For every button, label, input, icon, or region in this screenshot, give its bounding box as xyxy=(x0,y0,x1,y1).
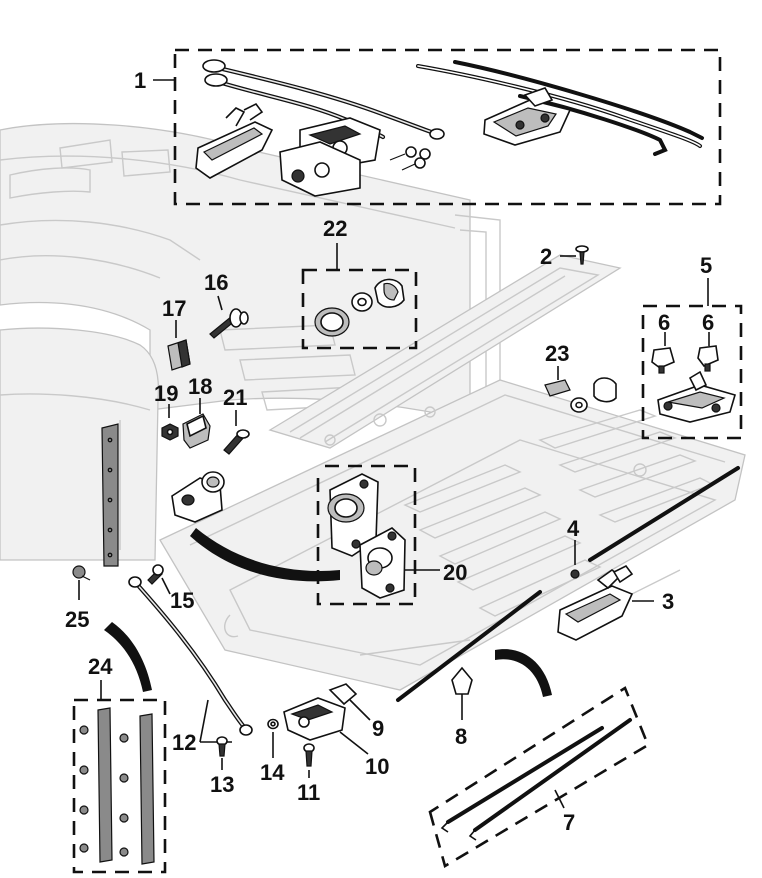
seal-strip-left xyxy=(101,423,119,567)
clip-8 xyxy=(451,666,473,720)
callout-12: 12 xyxy=(172,730,196,755)
callout-23: 23 xyxy=(545,341,569,366)
clips-23 xyxy=(544,366,617,413)
kit-box-1 xyxy=(153,48,722,206)
kit-box-5 xyxy=(641,278,743,440)
kit-box-7 xyxy=(428,686,650,868)
callout-9: 9 xyxy=(372,716,384,741)
callout-21: 21 xyxy=(223,385,247,410)
callout-5: 5 xyxy=(700,253,712,278)
callout-10: 10 xyxy=(365,754,389,779)
callout-6a: 6 xyxy=(658,310,670,335)
kit-box-24 xyxy=(72,680,167,874)
callout-6b: 6 xyxy=(702,310,714,335)
support-cable-12 xyxy=(128,576,279,770)
callout-20: 20 xyxy=(443,560,467,585)
screw-2 xyxy=(560,245,589,265)
kit-box-22 xyxy=(301,243,418,350)
callout-17: 17 xyxy=(162,296,186,321)
callout-18: 18 xyxy=(188,374,212,399)
callout-16: 16 xyxy=(204,270,228,295)
assembly-arrow-rods xyxy=(495,649,552,697)
callout-25: 25 xyxy=(65,607,89,632)
callout-11: 11 xyxy=(297,780,320,805)
callout-22: 22 xyxy=(323,216,347,241)
assembly-arrow-hinge xyxy=(190,528,340,582)
kit-box-20 xyxy=(316,464,440,606)
callout-7: 7 xyxy=(563,810,575,835)
nut-4 xyxy=(570,540,580,579)
truck-bed-ghost xyxy=(0,123,501,561)
assembly-arrow-seal xyxy=(104,622,152,692)
callout-8: 8 xyxy=(455,724,467,749)
callout-24: 24 xyxy=(88,654,113,679)
callout-13: 13 xyxy=(210,772,234,797)
handle-3 xyxy=(396,466,740,702)
callout-3: 3 xyxy=(662,589,674,614)
callout-4: 4 xyxy=(567,516,580,541)
hinge-hardware-left xyxy=(161,295,250,523)
callout-14: 14 xyxy=(260,760,285,785)
callout-1: 1 xyxy=(134,68,146,93)
latch-10 xyxy=(283,683,371,778)
callout-19: 19 xyxy=(154,381,178,406)
bolt-15 xyxy=(147,564,171,595)
push-pin-25 xyxy=(72,565,91,600)
callout-2: 2 xyxy=(540,244,552,269)
tailgate-ghost xyxy=(159,254,746,691)
callout-labels: 1 2 3 4 5 6 6 7 8 9 10 11 12 13 14 15 16… xyxy=(65,68,714,835)
callout-15: 15 xyxy=(170,588,194,613)
